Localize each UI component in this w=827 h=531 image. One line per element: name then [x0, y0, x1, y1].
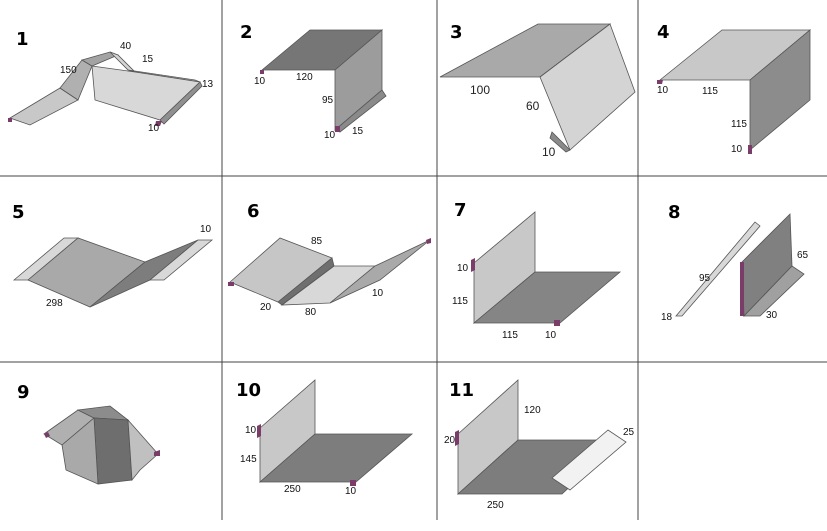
- dimension-label: 15: [352, 126, 364, 137]
- dimension-label: 250: [284, 484, 301, 495]
- profile-number: 11: [449, 380, 474, 401]
- profile-8: 8 95 65 18 30: [661, 202, 809, 323]
- profile-4: 4 10 115 115 10: [657, 22, 812, 155]
- profile-9: 9: [17, 382, 160, 485]
- profile-number: 2: [240, 22, 253, 43]
- dimension-label: 10: [254, 76, 266, 87]
- dimension-label: 10: [731, 144, 743, 155]
- profile-number: 10: [236, 380, 261, 401]
- dimension-label: 20: [260, 302, 272, 313]
- dimension-label: 150: [60, 65, 77, 76]
- dimension-label: 13: [202, 79, 214, 90]
- profile-number: 3: [450, 22, 463, 43]
- dimension-label: 10: [542, 145, 556, 159]
- dimension-label: 65: [797, 250, 809, 261]
- profile-2: 2 10 120 95 10 15: [240, 22, 387, 141]
- dimension-label: 80: [305, 307, 317, 318]
- profile-number: 1: [16, 29, 29, 50]
- dimension-label: 10: [200, 224, 212, 235]
- dimension-label: 10: [148, 123, 160, 134]
- dimension-label: 145: [240, 454, 257, 465]
- dimension-label: 25: [623, 427, 635, 438]
- profile-6: 6 85 20 80 10: [228, 201, 431, 318]
- profile-3: 3 100 60 10: [439, 22, 636, 159]
- dimension-label: 95: [699, 273, 711, 284]
- profile-number: 4: [657, 22, 670, 43]
- profile-11: 11 120 20 25 250: [444, 379, 635, 511]
- profile-7: 7 10 115 115 10: [452, 200, 622, 341]
- profile-number: 5: [12, 202, 25, 223]
- profile-number: 9: [17, 382, 30, 403]
- dimension-label: 15: [142, 54, 154, 65]
- dimension-label: 18: [661, 312, 673, 323]
- profile-1: 1 150 40 15 13 10: [8, 29, 214, 134]
- dimension-label: 95: [322, 95, 334, 106]
- dimension-label: 20: [444, 435, 456, 446]
- profile-10: 10 10 145 250 10: [236, 379, 414, 497]
- dimension-label: 115: [702, 86, 718, 97]
- dimension-label: 10: [657, 85, 669, 96]
- dimension-label: 10: [372, 288, 384, 299]
- profile-number: 8: [668, 202, 681, 223]
- profile-number: 7: [454, 200, 467, 221]
- dimension-label: 30: [766, 310, 778, 321]
- profile-5: 5 10 298: [12, 202, 214, 309]
- dimension-label: 10: [457, 263, 469, 274]
- dimension-label: 115: [731, 119, 747, 130]
- dimension-label: 115: [452, 296, 468, 307]
- dimension-label: 120: [296, 72, 313, 83]
- dimension-label: 298: [46, 298, 63, 309]
- dimension-label: 120: [524, 405, 541, 416]
- dimension-label: 115: [502, 330, 518, 341]
- dimension-label: 60: [526, 99, 540, 113]
- dimension-label: 10: [345, 486, 357, 497]
- dimension-label: 10: [245, 425, 257, 436]
- dimension-label: 250: [487, 500, 504, 511]
- dimension-label: 10: [545, 330, 557, 341]
- dimension-label: 85: [311, 236, 323, 247]
- dimension-label: 40: [120, 41, 132, 52]
- grid-lines: [0, 0, 827, 520]
- profile-number: 6: [247, 201, 260, 222]
- dimension-label: 100: [470, 83, 490, 97]
- dimension-label: 10: [324, 130, 336, 141]
